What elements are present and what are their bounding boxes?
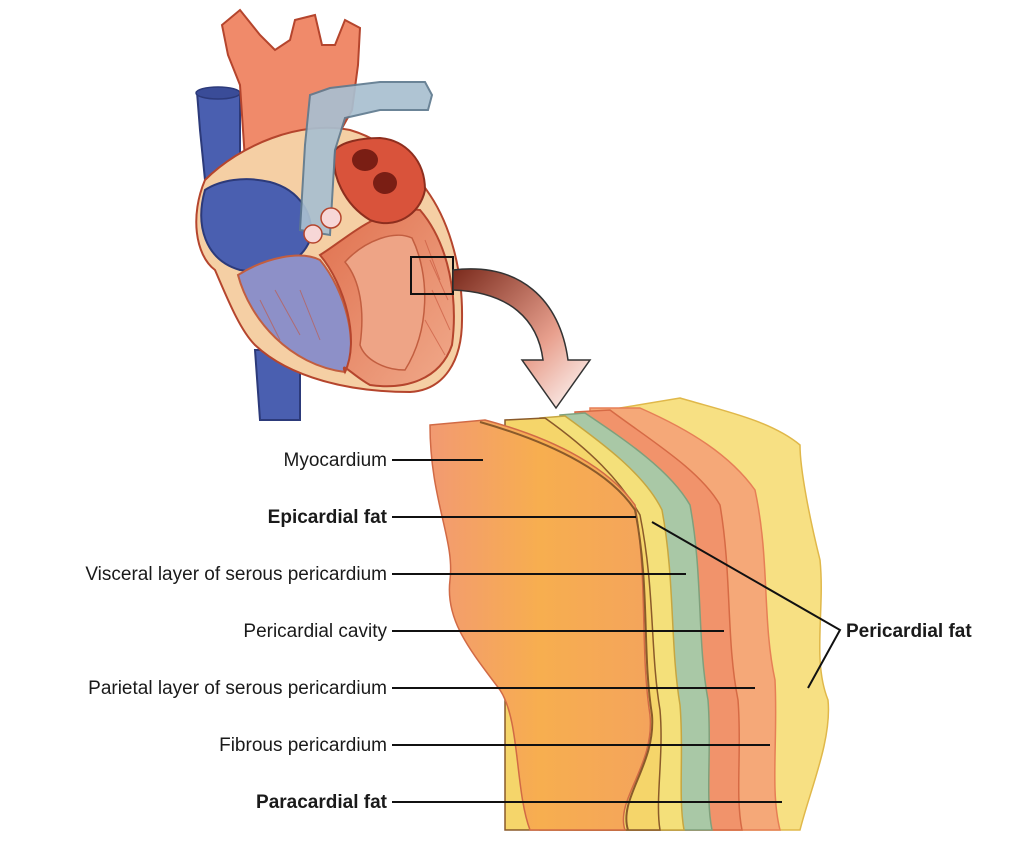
label-visceral-layer: Visceral layer of serous pericardium <box>85 564 387 585</box>
magnify-arrow <box>453 269 590 408</box>
label-myocardium: Myocardium <box>284 450 387 471</box>
label-paracardial-fat: Paracardial fat <box>256 792 388 813</box>
vena-cava-opening <box>196 87 240 99</box>
pericardium-layers <box>430 398 828 830</box>
pulmonary-vein-opening-1 <box>352 149 378 171</box>
label-fibrous-pericardium: Fibrous pericardium <box>219 735 387 756</box>
label-pericardial-fat: Pericardial fat <box>846 621 972 642</box>
label-pericardial-cavity: Pericardial cavity <box>243 621 387 642</box>
label-epicardial-fat: Epicardial fat <box>268 507 388 528</box>
pulmonary-vein-opening-2 <box>373 172 397 194</box>
heart-illustration <box>196 10 462 420</box>
label-parietal-layer: Parietal layer of serous pericardium <box>88 678 387 699</box>
tricuspid-valve <box>304 225 322 243</box>
pulmonary-valve <box>321 208 341 228</box>
